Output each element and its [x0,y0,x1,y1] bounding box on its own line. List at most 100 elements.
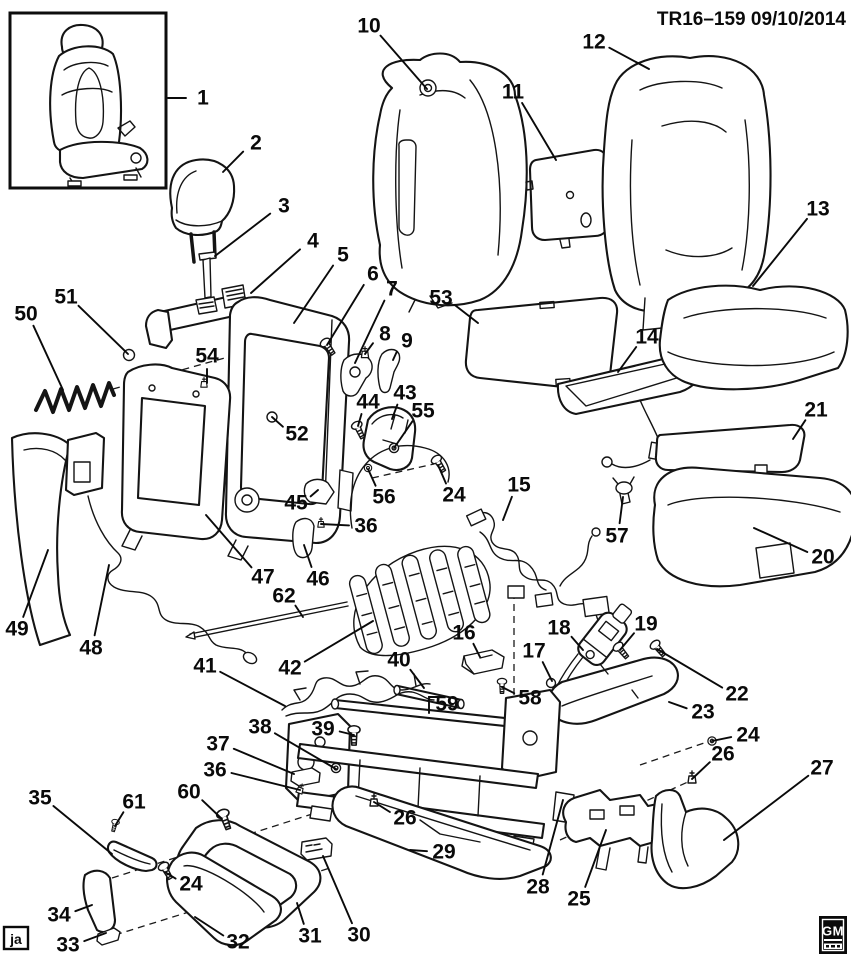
leader-line-62 [294,604,304,618]
leader-line-14 [617,346,638,373]
leader-line-29 [409,849,428,853]
leader-line-42 [303,620,374,663]
callout-29: 29 [432,841,455,864]
callout-59: 59 [435,693,458,716]
leader-line-50 [32,324,64,391]
part-flap [82,869,117,933]
callout-55: 55 [411,400,435,423]
leader-line-25 [584,829,607,888]
leader-line-35 [52,805,113,855]
callout-54: 54 [195,345,219,368]
callout-10: 10 [357,15,380,38]
part-bolt-58 [496,677,508,694]
callout-11: 11 [502,81,525,104]
gm-logo: GM [819,916,847,954]
part-wiring-harness [465,508,618,630]
callout-26: 26 [393,807,416,830]
leader-line-24 [711,736,733,742]
part-handle [106,840,158,873]
leader-line-12 [608,46,650,70]
language-badge: ja [2,925,30,951]
part-lumbar-panel [525,148,611,249]
callout-4: 4 [307,230,319,253]
callout-34: 34 [47,904,71,927]
callout-61: 61 [122,791,146,814]
callout-51: 51 [54,286,78,309]
leader-line-48 [93,564,110,637]
part-headrest-guide [198,251,217,305]
callout-25: 25 [567,888,591,911]
part-rod [185,601,349,640]
part-lever-46 [292,517,315,559]
callout-57: 57 [605,525,628,548]
part-switch [300,837,333,861]
callout-36: 36 [354,515,377,538]
part-lumbar-springs [348,414,491,657]
part-seat-back-pad [372,52,528,313]
part-sensor-card-and-cable [64,431,258,665]
leader-line-45 [309,489,319,498]
artwork [8,11,851,947]
callout-48: 48 [79,637,103,660]
callout-39: 39 [311,718,334,741]
part-frame-front-panel [120,363,260,551]
callout-7: 7 [386,278,398,301]
callout-30: 30 [347,924,370,947]
leader-line-18 [570,635,584,651]
callout-50: 50 [14,303,37,326]
leader-line-41 [219,670,286,707]
part-trim-panel-inner [166,851,282,947]
leader-line-58 [501,686,516,695]
callout-38: 38 [248,716,272,739]
drawing-number: TR16–159 09/10/2014 [657,9,847,30]
part-bracket-45 [303,478,335,505]
callout-23: 23 [691,701,714,724]
leader-line-21 [792,419,807,440]
part-cushion-cover [658,284,849,391]
part-bolt-22 [647,637,669,660]
gm-logo-text: GM [822,924,844,939]
leader-line-17 [541,661,553,682]
corner-mark-59 [428,696,442,714]
callout-24: 24 [179,873,203,896]
leader-line-10 [379,34,428,90]
callout-33: 33 [56,934,79,957]
callout-18: 18 [547,617,571,640]
leader-line-20 [753,527,809,553]
callout-40: 40 [387,649,410,672]
leader-line-33 [83,932,107,943]
part-plug [96,927,121,946]
leader-line-22 [656,648,724,689]
leader-line-31 [296,902,305,925]
callout-13: 13 [806,198,829,221]
callout-2: 2 [250,132,262,155]
callout-14: 14 [635,326,659,349]
callout-21: 21 [804,399,828,422]
leader-line-47 [205,514,253,569]
inset-complete-seat [8,11,168,190]
axis-line [639,742,705,766]
callout-56: 56 [372,486,395,509]
leader-line-6 [326,283,365,346]
callout-5: 5 [337,244,349,267]
leader-line-2 [222,150,245,173]
leader-line-23 [668,701,688,710]
part-bracket-37 [290,767,321,787]
callout-42: 42 [278,657,301,680]
leader-line-13 [752,217,808,287]
leader-line-53 [454,304,479,324]
callout-32: 32 [226,931,249,954]
leader-line-55 [393,420,414,449]
callout-28: 28 [526,876,550,899]
callout-58: 58 [518,687,542,710]
callout-41: 41 [193,655,217,678]
leader-line-56 [367,468,377,487]
leader-line-24 [437,464,447,485]
leader-line-3 [214,212,272,257]
callout-24: 24 [736,724,760,747]
leader-line-28 [541,799,564,876]
callout-9: 9 [401,330,413,353]
leader-line-11 [521,102,557,161]
